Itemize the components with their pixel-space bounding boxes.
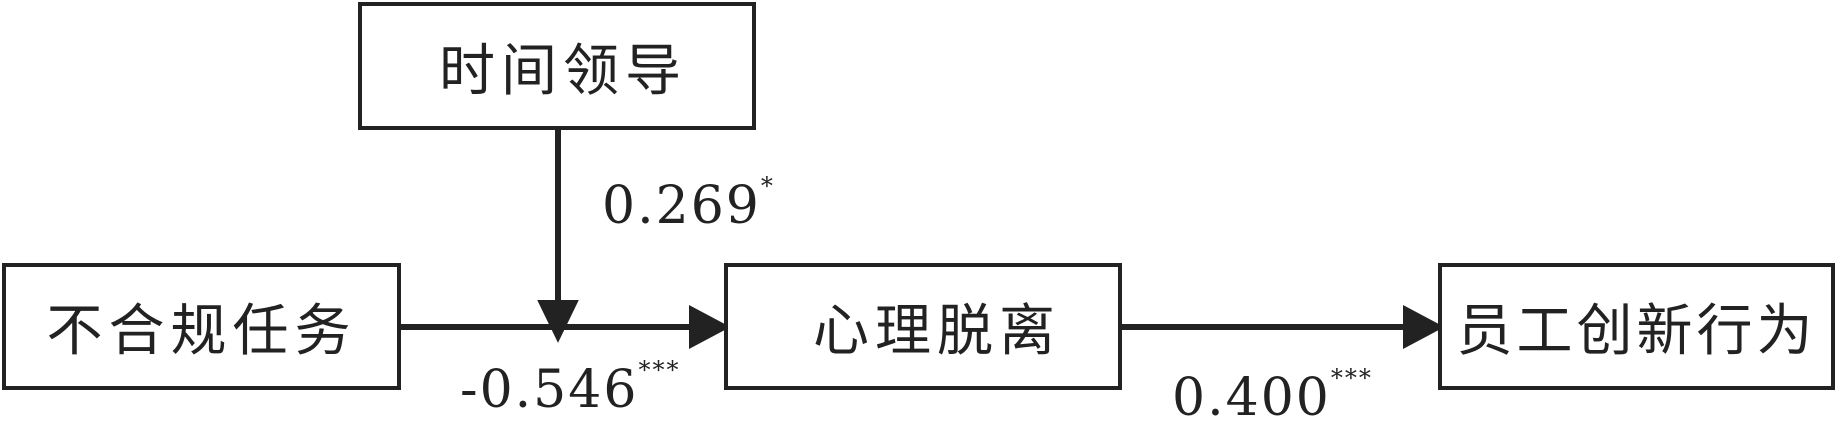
independent-to-mediator-arrowhead <box>689 305 731 349</box>
moderation-significance: * <box>760 172 775 200</box>
moderator-label: 时间领导 <box>439 38 687 104</box>
path-a-coefficient-value: -0.546 <box>460 360 639 420</box>
independent-variable-box: 不合规任务 <box>2 263 401 390</box>
moderator-arrowhead <box>537 300 579 343</box>
moderation-coefficient-value: 0.269 <box>602 176 761 236</box>
dependent-variable-box: 员工创新行为 <box>1438 263 1835 390</box>
moderation-coefficient: 0.269* <box>602 172 775 236</box>
path-b-coefficient: 0.400*** <box>1172 364 1373 428</box>
path-a-coefficient: -0.546*** <box>460 356 680 420</box>
moderator-box: 时间领导 <box>358 2 756 130</box>
mediator-to-dependent-arrowhead <box>1403 305 1445 349</box>
mediator-box: 心理脱离 <box>724 263 1122 390</box>
path-a-significance: *** <box>638 356 681 384</box>
independent-variable-label: 不合规任务 <box>46 299 357 364</box>
path-diagram-lines <box>401 130 1445 349</box>
path-b-coefficient-value: 0.400 <box>1172 368 1331 428</box>
dependent-variable-label: 员工创新行为 <box>1456 299 1817 364</box>
path-b-significance: *** <box>1330 364 1373 392</box>
mediator-label: 心理脱离 <box>813 299 1061 364</box>
